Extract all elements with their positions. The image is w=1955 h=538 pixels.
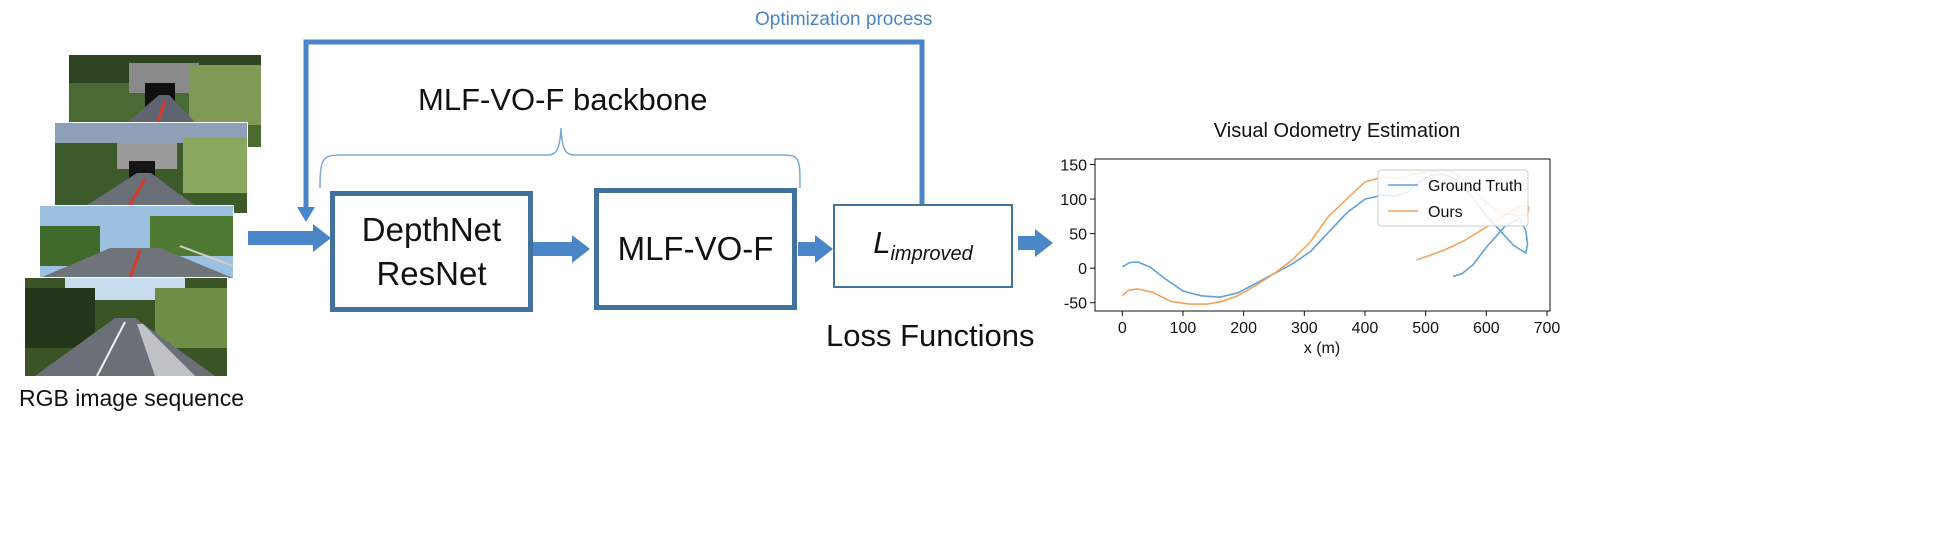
arrow-input-to-depthnet <box>248 224 331 252</box>
loss-symbol-subscript: improved <box>890 243 973 266</box>
rgb-frame-1 <box>25 278 227 376</box>
feedback-loop-arrow <box>303 39 925 210</box>
visual-odometry-chart: Visual Odometry Estimation 0 100 200 300 400… <box>1060 120 1561 357</box>
legend-box <box>1377 169 1529 227</box>
rgb-frame-4 <box>69 55 261 147</box>
feedback-arrowhead <box>297 207 315 222</box>
loss-functions-caption: Loss Functions <box>826 318 1035 353</box>
y-tick-label: -50 <box>1064 296 1087 313</box>
chart-title: Visual Odometry Estimation <box>1214 120 1460 142</box>
legend-label-ground-truth: Ground Truth <box>1428 178 1522 195</box>
backbone-brace <box>319 127 801 189</box>
y-tick-label: 100 <box>1060 192 1087 209</box>
arrow-mlf-to-loss <box>798 235 833 263</box>
x-tick-label: 300 <box>1291 320 1318 337</box>
loss-symbol: Limproved <box>873 225 973 266</box>
rgb-frame-2 <box>40 206 233 278</box>
arrow-depthnet-to-mlf <box>533 235 590 263</box>
resnet-label: ResNet <box>376 254 487 292</box>
rgb-frame-3 <box>55 123 247 213</box>
depthnet-label: DepthNet <box>361 210 502 248</box>
y-tick-label: 150 <box>1060 158 1087 175</box>
optimization-process-label: Optimization process <box>755 9 933 30</box>
chart-legend: Ground Truth Ours <box>1377 169 1529 227</box>
loss-symbol-base: L <box>873 225 891 261</box>
x-tick-label: 200 <box>1230 320 1257 337</box>
backbone-label: MLF-VO-F backbone <box>418 82 708 117</box>
mlf-vo-f-label: MLF-VO-F <box>617 230 774 267</box>
depthnet-resnet-block: DepthNet ResNet <box>330 191 533 312</box>
y-tick-label: 0 <box>1078 261 1087 278</box>
x-tick-label: 700 <box>1534 320 1561 337</box>
plot-frame <box>1094 158 1551 312</box>
legend-label-ours: Ours <box>1428 204 1463 221</box>
x-tick-label: 0 <box>1118 320 1127 337</box>
x-tick-label: 400 <box>1352 320 1379 337</box>
x-axis-label: x (m) <box>1304 340 1340 357</box>
x-tick-label: 600 <box>1473 320 1500 337</box>
rgb-sequence-caption: RGB image sequence <box>19 385 245 411</box>
x-tick-label: 100 <box>1170 320 1197 337</box>
x-tick-label: 500 <box>1412 320 1439 337</box>
mlf-vo-f-block: MLF-VO-F <box>594 188 797 310</box>
y-tick-label: 50 <box>1069 227 1087 244</box>
loss-block: Limproved <box>833 204 1013 288</box>
arrow-loss-to-estimate <box>1018 229 1053 257</box>
